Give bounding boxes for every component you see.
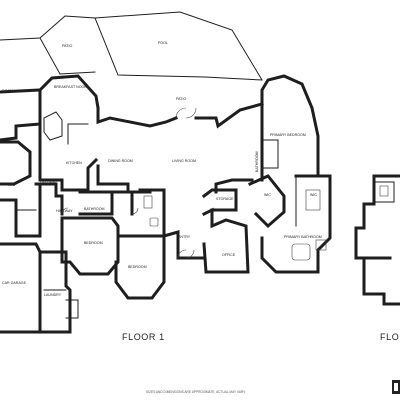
floor-2-title: FLO: [380, 332, 399, 342]
label-wic-left: W/C: [8, 183, 15, 187]
label-bathroom-mid: BATHROOM: [84, 207, 105, 211]
label-bathroom-right: BATHROOM: [255, 151, 259, 172]
label-wic-far: WIC: [310, 193, 317, 197]
door-swings: [61, 107, 197, 259]
label-hallway-mid: HALLWAY: [56, 209, 73, 213]
label-dining-room: DINING ROOM: [108, 159, 133, 163]
label-kitchen: KITCHEN: [66, 161, 82, 165]
label-entry: ENTRY: [178, 235, 191, 239]
label-office: OFFICE: [222, 253, 236, 257]
label-primary-bedroom: PRIMARY BEDROOM: [270, 133, 306, 137]
label-garage: CAR GARAGE: [2, 281, 27, 285]
floor-1-title: FLOOR 1: [122, 332, 165, 342]
label-bedroom-1: BEDROOM: [84, 241, 103, 245]
patio-pool-outline: [0, 11, 263, 81]
footer-note: SIZES AND DIMENSIONS ARE APPROXIMATE, AC…: [146, 390, 246, 394]
label-living-room: LIVING ROOM: [172, 159, 196, 163]
label-bedroom-2: BEDROOM: [128, 265, 147, 269]
label-storage: STORAGE: [216, 197, 234, 201]
label-primary-bathroom: PRIMARY BATHROOM: [284, 235, 322, 239]
logo-mark: [392, 380, 400, 394]
label-patio-top: PATIO: [62, 44, 72, 48]
label-hallway-left: HALLWAY: [40, 181, 57, 185]
label-laundry: LAUNDRY: [44, 293, 62, 297]
label-patio-mid: PATIO: [176, 97, 186, 101]
floor-2-walls: [354, 174, 400, 306]
label-left-room: ROOM: [2, 89, 13, 93]
floor-1-walls: [0, 74, 332, 334]
label-breakfast-nook: BREAKFAST NOOK: [54, 85, 87, 89]
label-pool: POOL: [158, 41, 168, 45]
label-wic-right: WIC: [264, 193, 271, 197]
